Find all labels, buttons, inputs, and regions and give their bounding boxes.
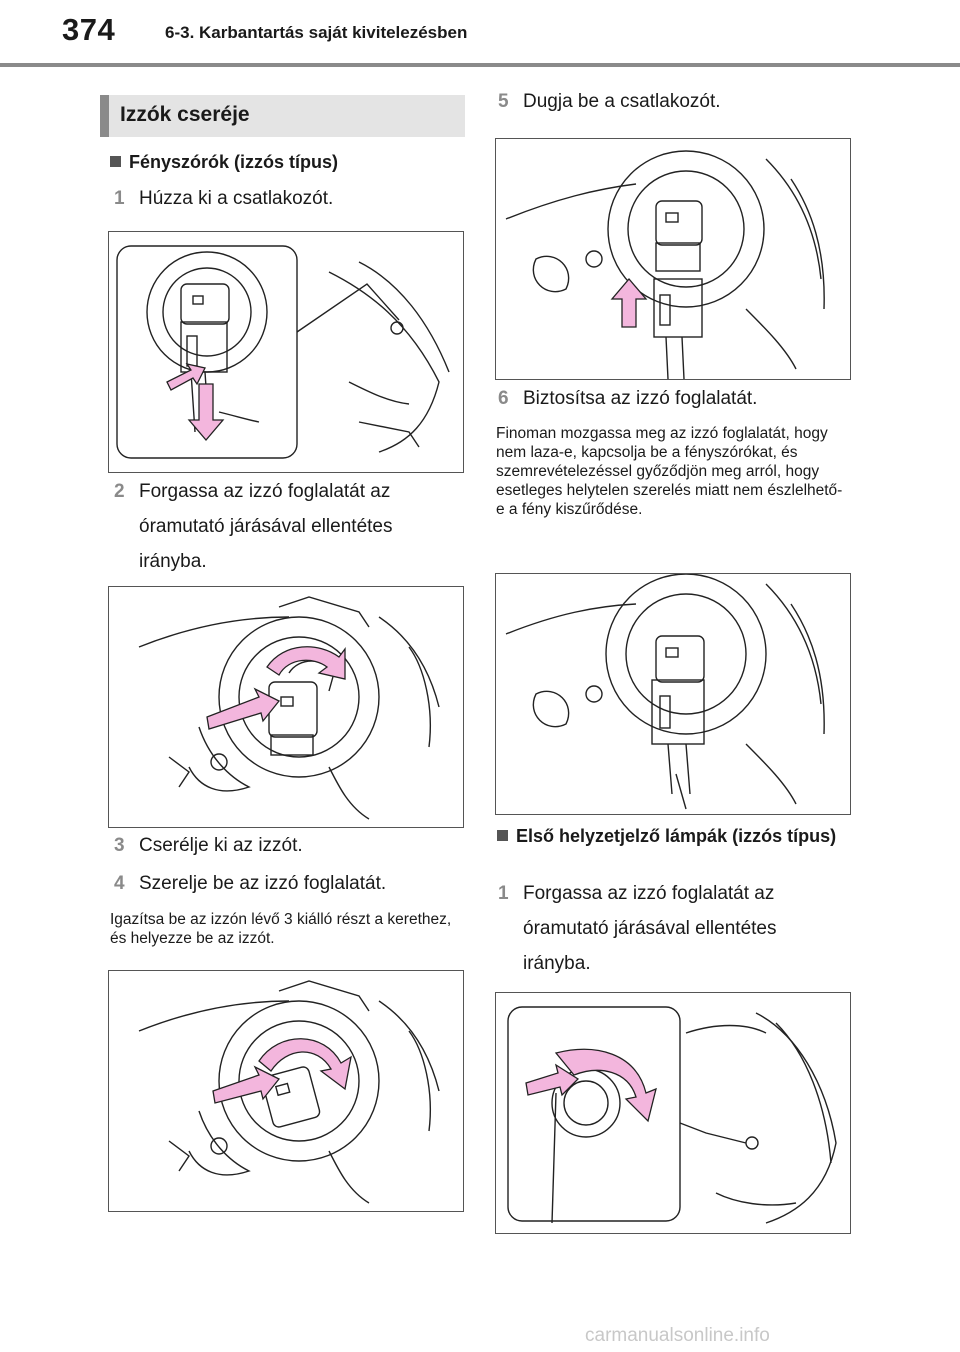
step-text: Szerelje be az izzó foglalatát. [139,873,387,894]
step-number: 1 [114,188,125,209]
figure-position-light-rotate [495,992,851,1234]
subheading-position-lights: Első helyzetjelző lámpák (izzós típus) [497,819,849,854]
header-divider [0,63,960,67]
square-bullet-icon [110,156,121,167]
step-5: 5 Dugja be a csatlakozót. [498,84,848,119]
step-6-note: Finoman mozgassa meg az izzó foglalatát,… [496,425,843,518]
step-number: 2 [114,481,125,502]
figure-install-socket [108,970,464,1212]
step-text: Biztosítsa az izzó foglalatát. [523,388,758,409]
illustration-plug [505,150,825,379]
illustration-rotate-ccw [138,596,440,820]
step-text: Dugja be a csatlakozót. [523,91,721,112]
subheading-headlights: Fényszórók (izzós típus) [110,146,338,179]
step-text: Húzza ki a csatlakozót. [139,188,334,209]
step-number: 3 [114,835,125,856]
step-3: 3 Cserélje ki az izzót. [114,828,464,863]
step-text: Forgassa az izzó foglalatát az óramutató… [523,883,777,974]
step-number: 1 [498,883,509,904]
section-heading-bar [100,95,109,137]
figure-check-socket [495,573,851,815]
square-bullet-icon [497,830,508,841]
step-text: Cserélje ki az izzót. [139,835,303,856]
step-4: 4 Szerelje be az izzó foglalatát. [114,866,464,901]
step-number: 5 [498,91,509,112]
step-number: 4 [114,873,125,894]
step-number: 6 [498,388,509,409]
section-heading: Izzók cseréje [100,95,465,137]
page-number: 374 [62,12,116,47]
step-2: 2 Forgassa az izzó foglalatát az óramuta… [114,474,464,579]
illustration-check [505,574,825,810]
step-4-note: Igazítsa be az izzón lévő 3 kiálló részt… [110,911,452,947]
figure-unplug-connector [108,231,464,473]
illustration-position-light [507,1006,837,1224]
step-1: 1 Húzza ki a csatlakozót. [114,181,464,216]
step-text: Forgassa az izzó foglalatát az óramutató… [139,481,393,572]
figure-rotate-socket [108,586,464,828]
illustration-unplug [116,245,450,459]
section-heading-text: Izzók cseréje [120,103,250,126]
illustration-rotate-cw [138,980,440,1204]
chapter-title: 6-3. Karbantartás saját kivitelezésben [165,23,468,42]
step-6: 6 Biztosítsa az izzó foglalatát. [498,381,848,416]
step-1b: 1 Forgassa az izzó foglalatát az óramuta… [498,876,848,981]
figure-plug-connector [495,138,851,380]
watermark: carmanualsonline.info [585,1325,770,1346]
